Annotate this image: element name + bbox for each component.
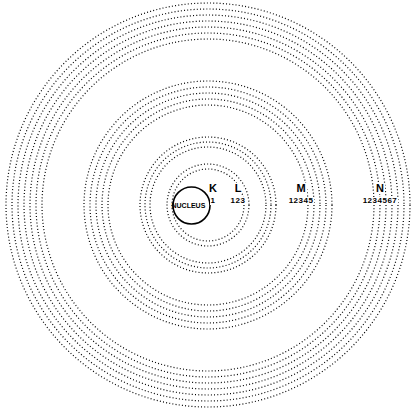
nucleus-circle: NUCLEUS	[172, 186, 211, 225]
subshell-numbers: 1	[210, 197, 217, 205]
shell-letter: M	[295, 183, 306, 194]
shell-letter: N	[375, 183, 385, 194]
nucleus-label: NUCLEUS	[172, 202, 206, 209]
shell-letter: K	[208, 183, 218, 194]
shell-letter: L	[234, 183, 243, 194]
subshell-numbers: 1234567	[362, 197, 399, 205]
subshell-numbers: 123	[230, 197, 247, 205]
subshell-numbers: 12345	[288, 197, 315, 205]
